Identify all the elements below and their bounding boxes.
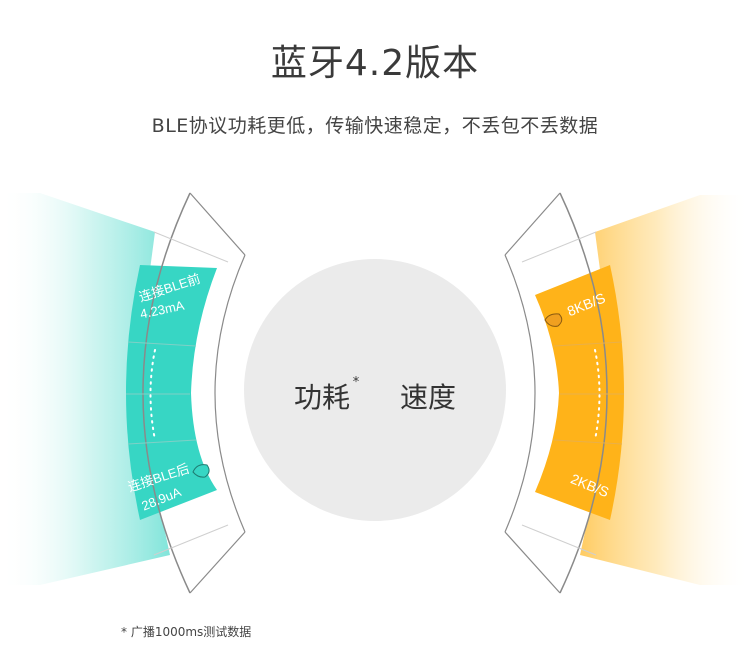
speed-glow bbox=[580, 195, 750, 585]
power-gauge: 连接BLE前 4.23mA 连接BLE后 28.9uA bbox=[126, 192, 246, 594]
power-label: 功耗 bbox=[294, 381, 350, 414]
page-subtitle: BLE协议功耗更低，传输快速稳定，不丢包不丢数据 bbox=[151, 115, 599, 137]
speed-pointer bbox=[544, 313, 563, 327]
power-fill bbox=[126, 265, 217, 520]
page-title: 蓝牙4.2版本 bbox=[270, 43, 480, 84]
speed-gauge: 8KB/S 2KB/S bbox=[504, 192, 624, 594]
center-circle bbox=[244, 259, 506, 521]
power-pointer bbox=[192, 464, 210, 478]
power-asterisk: * bbox=[353, 375, 360, 390]
speed-label: 速度 bbox=[400, 381, 456, 414]
footnote: * 广播1000ms测试数据 bbox=[121, 625, 252, 639]
power-glow bbox=[0, 193, 170, 585]
